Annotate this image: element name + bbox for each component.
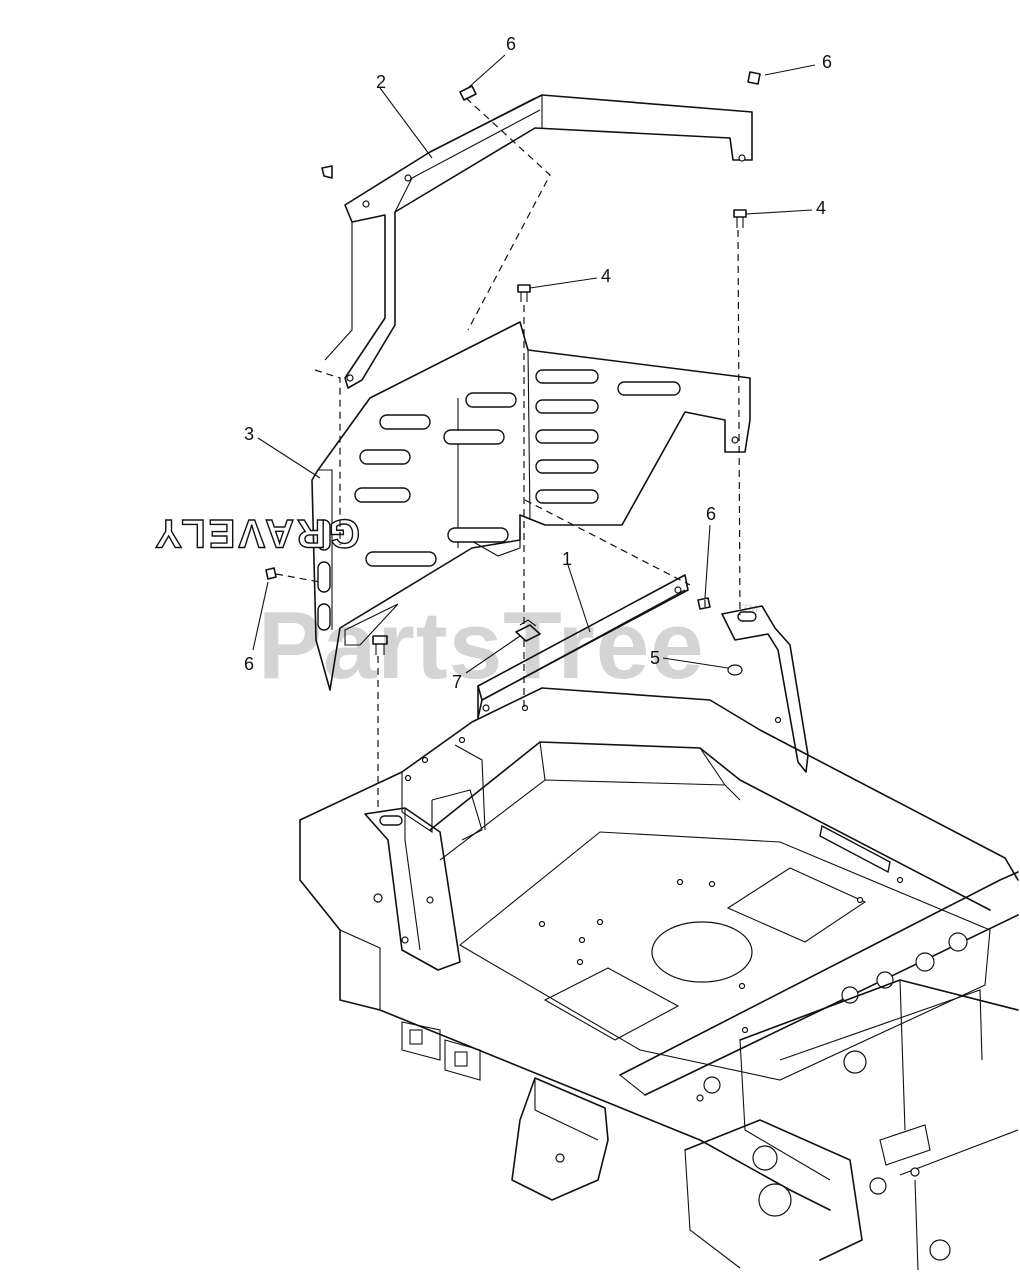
callout-1: 1 [562,549,572,569]
mower-frame [299,687,1019,1271]
gravely-embossing: GRAVELY [152,511,360,555]
part-7-clip [515,619,541,642]
callout-5: 5 [650,648,660,668]
leader-lines [252,54,816,674]
part-2-upper-bracket [324,94,753,389]
callout-6-top: 6 [506,34,516,54]
callout-6-right: 6 [706,504,716,524]
part-1-seat-plate [477,574,689,719]
callout-4-right: 4 [816,198,826,218]
left-upright-bracket [364,807,461,971]
right-upright-bracket [721,605,809,773]
callout-2: 2 [376,72,386,92]
part-3-back-panel: GRAVELY [152,321,751,691]
alignment-lines [275,97,741,812]
callout-7: 7 [452,672,462,692]
callout-4-center: 4 [601,266,611,286]
callout-3: 3 [244,424,254,444]
callout-6-top-right: 6 [822,52,832,72]
hardware [265,71,761,676]
callout-6-left: 6 [244,654,254,674]
